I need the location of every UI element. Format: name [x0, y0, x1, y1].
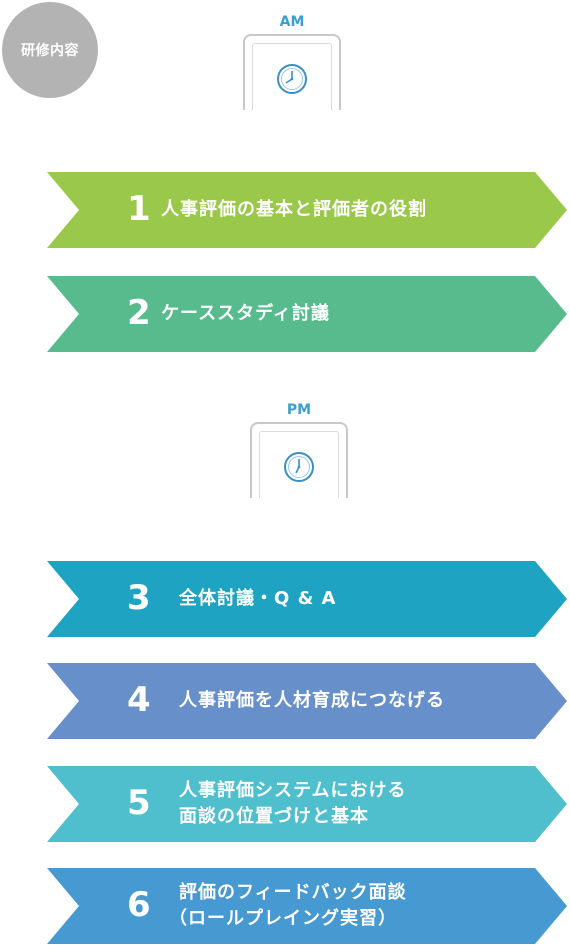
- step-2-title: ケーススタディ討議: [161, 303, 330, 324]
- step-1-number: 1: [127, 189, 151, 230]
- pm-section: PM: [250, 402, 348, 498]
- am-section: AM: [243, 14, 341, 110]
- am-device-frame: [243, 34, 341, 110]
- step-6: 6 評価のフィードバック面談 （ロールプレイング実習）: [47, 868, 569, 944]
- step-5-title: 人事評価システムにおける 面談の位置づけと基本: [179, 780, 407, 827]
- clock-icon: [277, 64, 307, 94]
- step-6-title: 評価のフィードバック面談 （ロールプレイング実習）: [169, 882, 407, 929]
- training-content-badge: 研修内容: [2, 2, 98, 98]
- step-2-arrow: [47, 276, 567, 352]
- step-6-arrow: [47, 868, 567, 944]
- step-5-number: 5: [127, 783, 151, 824]
- step-5: 5 人事評価システムにおける 面談の位置づけと基本: [47, 766, 569, 842]
- pm-device-screen: [259, 431, 339, 498]
- step-4-title: 人事評価を人材育成につなげる: [179, 690, 445, 711]
- step-2: 2 ケーススタディ討議: [47, 276, 569, 352]
- step-6-number: 6: [127, 885, 151, 926]
- step-1-title: 人事評価の基本と評価者の役割: [161, 199, 427, 220]
- am-device-screen: [252, 43, 332, 110]
- step-4-arrow: [47, 663, 567, 739]
- step-3: 3 全体討議・Q & A: [47, 561, 569, 637]
- clock-icon: [284, 452, 314, 482]
- pm-label: PM: [286, 402, 312, 418]
- step-4: 4 人事評価を人材育成につなげる: [47, 663, 569, 739]
- am-label: AM: [279, 14, 305, 30]
- step-4-number: 4: [127, 680, 151, 721]
- step-3-number: 3: [127, 578, 151, 619]
- step-1: 1 人事評価の基本と評価者の役割: [47, 172, 569, 248]
- step-3-title: 全体討議・Q & A: [179, 588, 337, 609]
- step-3-arrow: [47, 561, 567, 637]
- pm-device-frame: [250, 422, 348, 498]
- step-2-number: 2: [127, 293, 151, 334]
- step-5-arrow: [47, 766, 567, 842]
- step-1-arrow: [47, 172, 567, 248]
